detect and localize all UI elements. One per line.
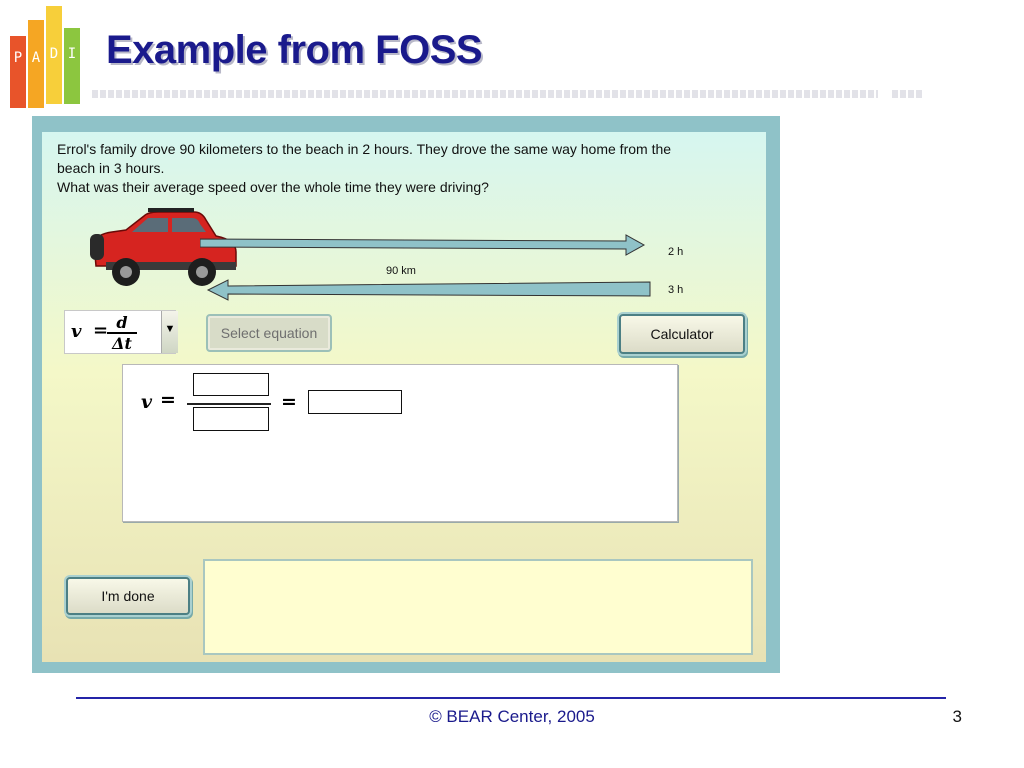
numerator-input[interactable]	[193, 373, 269, 396]
outbound-time-label: 2 h	[668, 246, 684, 258]
denominator-input[interactable]	[193, 407, 269, 431]
title-divider-end	[892, 90, 924, 98]
logo-bar-d: D	[46, 6, 62, 104]
work-equals: =	[160, 389, 176, 411]
return-time-label: 3 h	[668, 284, 684, 296]
slide-title: Example from FOSS	[106, 28, 483, 72]
footer-divider	[76, 697, 946, 699]
outbound-arrow	[200, 234, 646, 256]
logo-bar-a: A	[28, 20, 44, 108]
return-arrow	[206, 279, 651, 301]
page-number: 3	[952, 707, 962, 726]
fraction-bar	[187, 403, 271, 405]
equation-equals: =	[93, 320, 109, 341]
result-equals: =	[281, 391, 297, 413]
result-input[interactable]	[308, 390, 402, 414]
footer-copyright: © BEAR Center, 2005	[429, 707, 595, 726]
car-illustration	[90, 208, 237, 286]
title-divider	[92, 90, 878, 98]
logo-bar-i: I	[64, 28, 80, 104]
equation-numerator: d	[107, 313, 137, 334]
equation-denominator: Δt	[112, 334, 132, 353]
equation-fraction: d Δt	[107, 313, 137, 353]
padi-logo: P A D I	[8, 6, 88, 110]
equation-selector[interactable]: v = d Δt ▼	[64, 310, 178, 354]
equation-variable: v	[71, 321, 82, 342]
question-line: beach in 3 hours.	[57, 160, 165, 176]
equation-work-area: v = =	[122, 364, 678, 522]
trip-arrows	[200, 234, 651, 301]
simulation-frame: Errol's family drove 90 kilometers to th…	[32, 116, 780, 673]
simulation-panel: Errol's family drove 90 kilometers to th…	[42, 132, 766, 662]
calculator-button[interactable]: Calculator	[619, 314, 745, 354]
answer-text-area[interactable]	[203, 559, 753, 655]
select-equation-button[interactable]: Select equation	[206, 314, 332, 352]
question-text: Errol's family drove 90 kilometers to th…	[57, 140, 757, 197]
chevron-down-icon[interactable]: ▼	[161, 311, 178, 353]
question-line: What was their average speed over the wh…	[57, 179, 489, 195]
logo-bar-p: P	[10, 36, 26, 108]
distance-label: 90 km	[386, 265, 416, 277]
question-line: Errol's family drove 90 kilometers to th…	[57, 141, 672, 157]
im-done-button[interactable]: I'm done	[66, 577, 190, 615]
work-variable: v	[141, 391, 153, 413]
